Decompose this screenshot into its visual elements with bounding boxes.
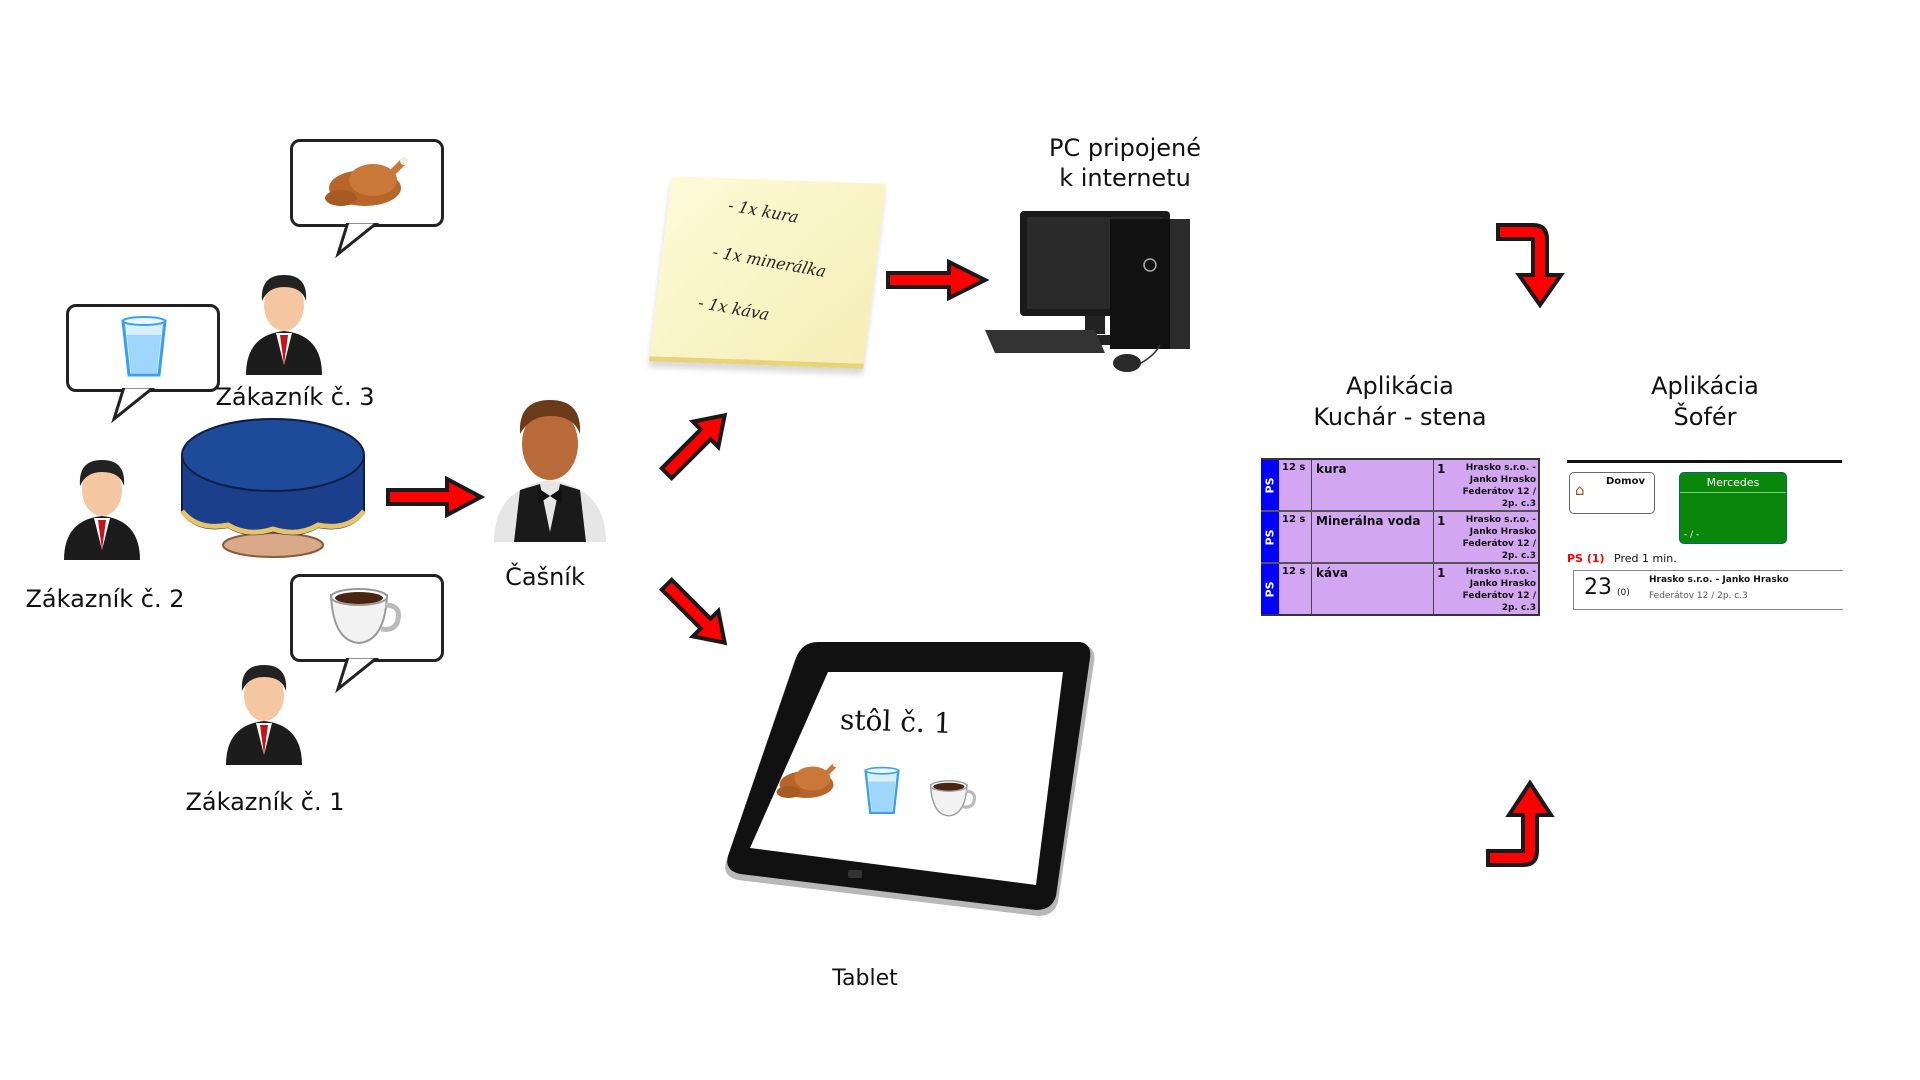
waiter-label: Čašník xyxy=(505,563,585,591)
kitchen-order-row[interactable]: PS 12 s kura 1 Hrasko s.r.o. -Janko Hras… xyxy=(1261,460,1538,512)
status-badge: PS xyxy=(1261,512,1279,562)
status-badge: PS xyxy=(1261,564,1279,614)
arrow-right-icon xyxy=(886,258,989,302)
order-customer: Hrasko s.r.o. - Janko Hrasko xyxy=(1649,575,1789,585)
status-code: PS (1) xyxy=(1567,552,1605,565)
driver-app-title-line2: Šofér xyxy=(1673,403,1737,431)
kitchen-order-row[interactable]: PS 12 s káva 1 Hrasko s.r.o. -Janko Hras… xyxy=(1261,564,1538,614)
order-note: - 1x kura - 1x minerálka - 1x káva xyxy=(649,176,886,369)
roast-chicken-icon xyxy=(776,761,839,798)
divider xyxy=(1567,460,1842,463)
arrow-up-right-icon xyxy=(658,412,728,482)
roast-chicken-icon xyxy=(325,157,408,206)
pc-label-line2: k internetu xyxy=(1059,164,1191,192)
curved-arrow-up-icon xyxy=(1486,779,1555,867)
order-count: (0) xyxy=(1617,588,1630,598)
tablet-screen-title: stôl č. 1 xyxy=(839,703,953,740)
status-time: Pred 1 min. xyxy=(1614,552,1677,565)
tablet-device-icon xyxy=(725,642,1095,916)
order-item-qty: 1 xyxy=(1433,512,1451,562)
water-glass-icon xyxy=(864,766,900,815)
order-elapsed-time: 12 s xyxy=(1282,514,1306,525)
coffee-cup-icon xyxy=(329,588,401,645)
customer-2-label: Zákazník č. 2 xyxy=(25,585,185,613)
customer-1-avatar-icon xyxy=(226,665,302,765)
order-elapsed-time: 12 s xyxy=(1282,462,1306,473)
customer-1-label: Zákazník č. 1 xyxy=(185,788,345,816)
note-item: - 1x minerálka xyxy=(710,242,829,281)
curved-arrow-down-icon xyxy=(1496,223,1565,309)
order-item-name: Minerálna voda xyxy=(1311,512,1433,562)
water-glass-icon xyxy=(121,316,167,377)
round-table-icon xyxy=(180,418,366,558)
driver-app-panel: ⌂ Domov Mercedes - / - PS (1) Pred 1 min… xyxy=(1567,460,1843,610)
order-address: Federátov 12 / 2p. c.3 xyxy=(1649,591,1748,601)
delivery-order-card[interactable]: 23 (0) Hrasko s.r.o. - Janko Hrasko Fede… xyxy=(1573,570,1843,610)
status-badge: PS xyxy=(1261,460,1279,510)
note-item: - 1x kura xyxy=(726,195,801,227)
speech-bubble-customer-2 xyxy=(66,304,220,423)
house-icon: ⌂ xyxy=(1575,481,1585,499)
tablet-label: Tablet xyxy=(832,966,898,991)
note-item: - 1x káva xyxy=(696,292,772,325)
speech-bubble-customer-1 xyxy=(290,574,444,693)
speech-bubble-customer-3 xyxy=(290,139,444,258)
vehicle-sub: - / - xyxy=(1684,530,1700,540)
arrow-down-right-icon xyxy=(658,576,728,646)
order-elapsed-time: 12 s xyxy=(1282,566,1306,577)
customer-3-label: Zákazník č. 3 xyxy=(215,383,375,411)
vehicle-name: Mercedes xyxy=(1680,473,1786,493)
vehicle-card-button[interactable]: Mercedes - / - xyxy=(1679,472,1787,544)
order-item-name: kura xyxy=(1311,460,1433,510)
driver-status-line: PS (1) Pred 1 min. xyxy=(1567,552,1677,565)
waiter-avatar-icon xyxy=(494,400,606,542)
home-button-label: Domov xyxy=(1606,476,1645,487)
desktop-pc-icon xyxy=(985,211,1190,372)
bubble-tail xyxy=(335,222,381,258)
coffee-cup-icon xyxy=(929,780,977,817)
home-button[interactable]: ⌂ Domov xyxy=(1569,472,1655,514)
kitchen-app-title-line1: Aplikácia xyxy=(1346,372,1454,400)
pc-label-line1: PC pripojené xyxy=(1049,134,1201,162)
bubble-tail xyxy=(335,657,381,693)
kitchen-app-title-line2: Kuchár - stena xyxy=(1313,403,1487,431)
kitchen-order-row[interactable]: PS 12 s Minerálna voda 1 Hrasko s.r.o. -… xyxy=(1261,512,1538,564)
order-item-qty: 1 xyxy=(1433,564,1451,614)
customer-3-avatar-icon xyxy=(246,275,322,375)
kitchen-orders-table: PS 12 s kura 1 Hrasko s.r.o. -Janko Hras… xyxy=(1261,458,1540,616)
order-item-qty: 1 xyxy=(1433,460,1451,510)
arrow-right-icon xyxy=(386,475,485,519)
driver-app-title-line1: Aplikácia xyxy=(1651,372,1759,400)
order-item-name: káva xyxy=(1311,564,1433,614)
order-number: 23 xyxy=(1584,575,1612,600)
bubble-tail xyxy=(111,387,157,423)
customer-2-avatar-icon xyxy=(64,460,140,560)
